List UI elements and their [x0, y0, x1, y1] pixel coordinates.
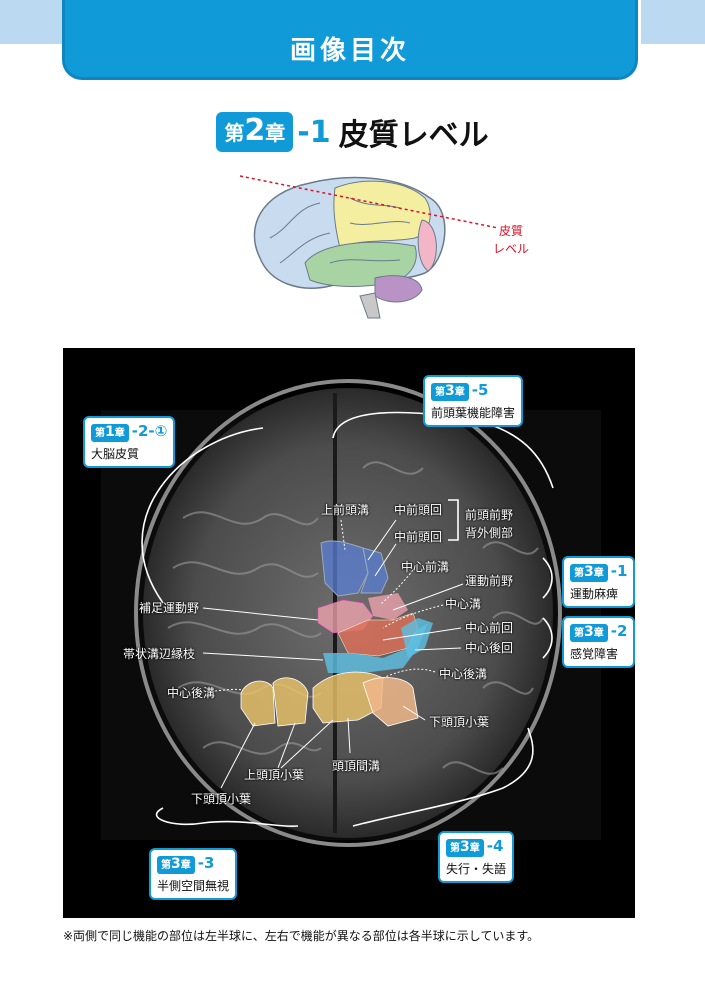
ref-prefix: 第 [574, 568, 584, 579]
ref-suffix: 章 [593, 568, 604, 579]
ref-title: 前頭葉機能障害 [431, 406, 516, 420]
ref-prefix: 第 [574, 628, 584, 639]
ref-chapter-number: 3 [584, 564, 594, 580]
ref-title: 運動麻痺 [570, 587, 619, 601]
ref-suffix: 章 [114, 428, 125, 439]
label-superior-frontal-sulcus: 上前頭溝 [321, 503, 370, 517]
label-supplementary-motor-area: 補足運動野 [139, 601, 200, 615]
cortex-level-label: 皮質 レベル [486, 222, 536, 258]
ref-badge: 第3章 [570, 564, 608, 582]
chapter-prefix: 第 [224, 121, 245, 145]
label-middle-frontal-gyrus-1: 中前頭回 [394, 503, 443, 517]
ref-chapter-number: 3 [460, 839, 470, 855]
ref-subnumber: -2-① [131, 422, 168, 440]
ref-badge: 第3章 [446, 839, 484, 857]
label-central-sulcus: 中心溝 [445, 597, 482, 611]
ref-prefix: 第 [435, 387, 445, 398]
ref-subnumber: -5 [471, 381, 489, 399]
ref-title: 半側空間無視 [157, 879, 230, 893]
chapter-subnumber: -1 [297, 114, 331, 150]
label-middle-frontal-gyrus-2: 中前頭回 [394, 530, 443, 544]
ref-suffix: 章 [180, 860, 191, 871]
ref-title: 感覚障害 [570, 647, 619, 661]
ref-subnumber: -3 [197, 854, 215, 872]
ref-subnumber: -4 [486, 837, 504, 855]
left-corner-tab [0, 0, 64, 44]
label-dlpfc-line2: 背外側部 [465, 526, 514, 540]
ref-chapter3-4-apraxia-aphasia[interactable]: 第3章-4 失行・失語 [438, 831, 515, 883]
ref-chapter3-5-frontal-dysfunction[interactable]: 第3章-5 前頭葉機能障害 [423, 375, 524, 427]
label-inferior-parietal-lobule-left: 下頭頂小葉 [191, 792, 252, 806]
label-postcentral-sulcus-left: 中心後溝 [167, 686, 216, 700]
level-label-line1: 皮質 [498, 224, 523, 238]
ref-suffix: 章 [469, 843, 480, 854]
label-precentral-gyrus: 中心前回 [465, 621, 514, 635]
ref-subnumber: -2 [610, 622, 628, 640]
ref-badge: 第3章 [431, 383, 469, 401]
ref-prefix: 第 [450, 843, 460, 854]
label-dlpfc-line1: 前頭前野 [465, 508, 514, 522]
ref-subnumber: -1 [610, 562, 628, 580]
label-inferior-parietal-lobule-right: 下頭頂小葉 [429, 715, 490, 729]
ref-chapter-number: 3 [584, 624, 594, 640]
chapter-suffix: 章 [265, 121, 286, 145]
ref-badge: 第3章 [157, 856, 195, 874]
label-premotor-area: 運動前野 [465, 574, 514, 588]
ref-suffix: 章 [454, 387, 465, 398]
ref-chapter-number: 3 [171, 856, 181, 872]
ref-prefix: 第 [95, 428, 105, 439]
ref-chapter-number: 1 [105, 424, 115, 440]
ref-title: 大脳皮質 [91, 447, 140, 461]
mri-axial-panel: 上前頭溝 中前頭回 中前頭回 前頭前野 背外側部 中心前溝 運動前野 補足運動野… [63, 348, 636, 918]
ref-chapter1-cerebral-cortex[interactable]: 第1章-2-① 大脳皮質 [83, 416, 176, 468]
ref-badge: 第1章 [91, 424, 129, 442]
label-marginal-ramus: 帯状溝辺縁枝 [123, 647, 196, 661]
label-superior-parietal-lobule: 上頭頂小葉 [244, 768, 305, 782]
ref-chapter3-2-sensory-disorder[interactable]: 第3章-2 感覚障害 [562, 616, 636, 668]
label-postcentral-sulcus-right: 中心後溝 [439, 667, 488, 681]
right-corner-tab [641, 0, 705, 44]
chapter-badge: 第2章 [216, 112, 294, 152]
label-precentral-sulcus: 中心前溝 [401, 560, 450, 574]
label-postcentral-gyrus: 中心後回 [465, 641, 514, 655]
mri-overlay [101, 379, 601, 847]
footnote: ※両側で同じ機能の部位は左半球に、左右で機能が異なる部位は各半球に示しています。 [63, 929, 540, 943]
ref-chapter3-1-motor-paralysis[interactable]: 第3章-1 運動麻痺 [562, 556, 636, 608]
page-title: 画像目次 [289, 36, 410, 66]
ref-chapter-number: 3 [445, 383, 455, 399]
lateral-brain-illustration [240, 175, 499, 319]
chapter-number: 2 [244, 113, 266, 148]
ref-chapter3-3-hemispatial-neglect[interactable]: 第3章-3 半側空間無視 [149, 848, 238, 900]
chapter-name: 皮質レベル [338, 118, 489, 153]
header-banner: 画像目次 [62, 0, 638, 80]
ref-prefix: 第 [161, 860, 171, 871]
ref-suffix: 章 [593, 628, 604, 639]
level-label-line2: レベル [492, 242, 529, 256]
ref-title: 失行・失語 [446, 862, 507, 876]
ref-badge: 第3章 [570, 624, 608, 642]
label-intraparietal-sulcus: 頭頂間溝 [332, 759, 381, 773]
